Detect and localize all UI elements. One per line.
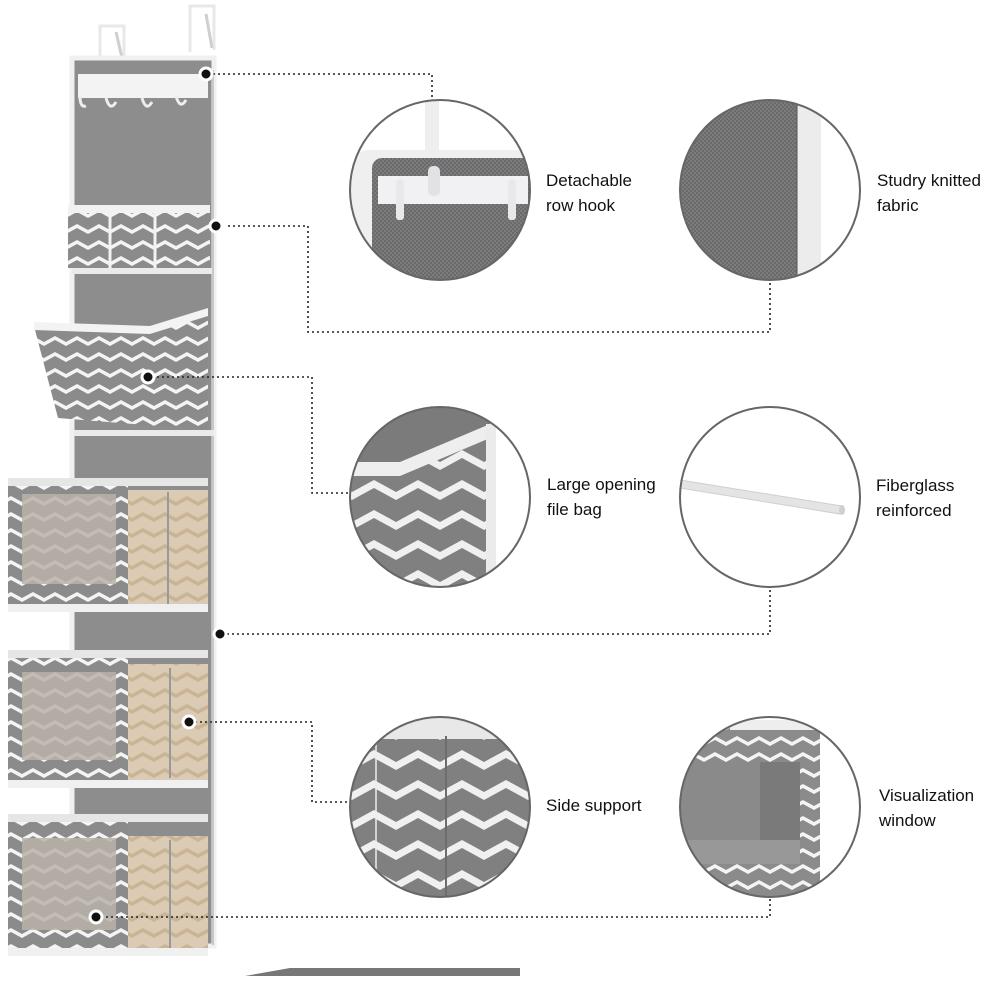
window-pocket-icon <box>679 716 861 898</box>
next-product-edge <box>245 968 520 976</box>
small-pockets <box>68 205 212 274</box>
leader-window <box>96 898 771 918</box>
window-pocket-2 <box>8 650 208 788</box>
file-bag-detail-icon <box>349 406 531 588</box>
callout-fiberglass-reinforced: Fiberglass reinforced <box>876 473 954 523</box>
callout-detachable-row-hook: Detachable row hook <box>546 168 632 218</box>
leader-lines <box>96 73 771 918</box>
callout-large-opening-file-bag: Large opening file bag <box>547 472 656 522</box>
callout-line: Detachable <box>546 171 633 190</box>
side-support-icon <box>349 716 531 898</box>
organizer-product <box>8 4 520 976</box>
window-pocket-1 <box>8 478 208 612</box>
leader-fabric <box>228 225 771 333</box>
callout-line: Fiberglass <box>876 476 955 495</box>
fabric-texture-icon <box>679 99 861 281</box>
callout-visualization-window: Visualization window <box>879 783 974 833</box>
fiberglass-rod-icon <box>679 406 861 588</box>
leader-hook <box>208 73 433 100</box>
callout-line: Visualization <box>879 786 975 805</box>
door-hook-icon <box>98 4 216 62</box>
leader-side-support <box>190 721 348 803</box>
hook-rail-icon <box>78 74 208 108</box>
window-pocket-3 <box>8 814 208 956</box>
leader-fiberglass <box>222 588 771 635</box>
callout-line: window <box>879 811 936 830</box>
callout-line: Studry knitted <box>877 171 981 190</box>
callout-sturdy-knitted-fabric: Studry knitted fabric <box>877 168 981 218</box>
callout-side-support: Side support <box>546 793 641 818</box>
leader-dots <box>88 66 228 925</box>
callout-line: reinforced <box>876 501 952 520</box>
callout-line: Large opening <box>547 475 656 494</box>
leader-file-bag <box>152 376 348 494</box>
callout-line: file bag <box>547 500 602 519</box>
callout-line: Side support <box>546 796 642 815</box>
callout-line: row hook <box>546 196 615 215</box>
hook-rail-detail-icon <box>349 99 531 281</box>
callout-line: fabric <box>877 196 919 215</box>
file-bag <box>34 308 214 436</box>
